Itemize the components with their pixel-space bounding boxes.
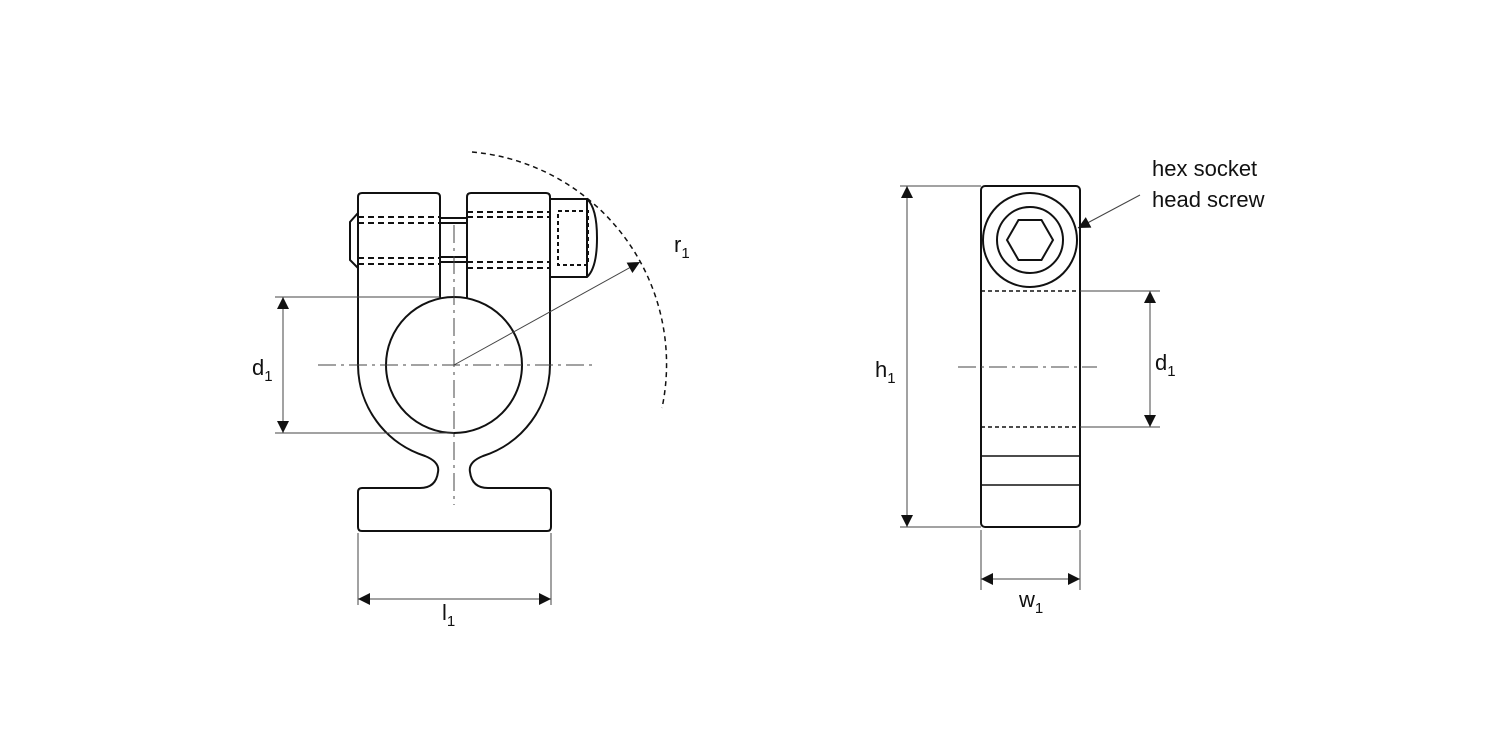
w1-label: w1 — [1018, 587, 1043, 617]
hex-socket-icon — [1005, 219, 1055, 261]
callout-text-line1: hex socket — [1152, 156, 1257, 181]
side-body — [980, 185, 1081, 528]
side-view-clamp: h1 d1 w1 hex socket head screw — [875, 156, 1265, 617]
d1-label-front: d1 — [252, 355, 273, 385]
screw-tail — [349, 212, 359, 269]
r1-label: r1 — [674, 232, 690, 262]
d1-label-side: d1 — [1155, 350, 1176, 380]
callout-leader — [1077, 194, 1141, 229]
l1-extension-lines — [357, 533, 552, 605]
front-view-clamp: d1 l1 r1 — [252, 151, 690, 630]
swing-radius-arc — [471, 151, 668, 409]
screw-head-outer — [982, 192, 1078, 288]
screw-head-inner — [996, 206, 1064, 274]
bore-hidden-lines — [981, 290, 1080, 428]
hex-socket-hidden — [557, 210, 589, 266]
radius-dimension — [453, 261, 641, 366]
callout-text-line2: head screw — [1152, 187, 1265, 212]
screw-hidden-lines — [358, 211, 550, 269]
clamp-outline — [357, 192, 552, 532]
l1-label: l1 — [442, 600, 455, 630]
d1-side-extension-lines — [1080, 290, 1160, 428]
h1-extension-lines — [900, 185, 981, 528]
screw-shaft — [440, 217, 467, 263]
w1-extension-lines — [980, 530, 1081, 590]
d1-extension-lines — [275, 296, 454, 434]
h1-label: h1 — [875, 357, 896, 387]
base-edges — [981, 455, 1080, 486]
